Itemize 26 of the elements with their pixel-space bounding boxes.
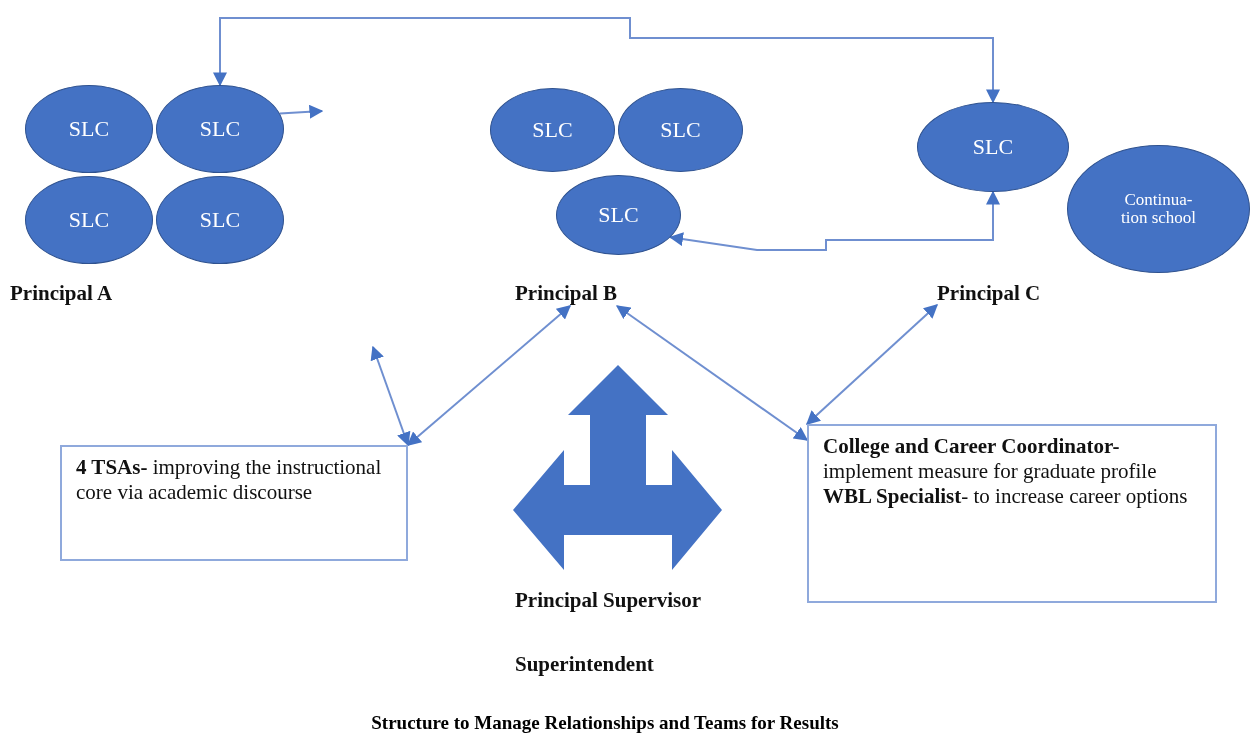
role-label: Superintendent xyxy=(515,652,654,677)
principal-label: Principal C xyxy=(937,281,1041,306)
double-arrow xyxy=(615,305,809,441)
text-box xyxy=(60,445,408,561)
ellipse-label: SLC xyxy=(532,118,573,142)
ellipse-label: SLC xyxy=(598,203,639,227)
double-arrow xyxy=(805,304,939,425)
box-text: 4 TSAs- improving the instructional core via academic discourse xyxy=(76,455,383,506)
ellipse-label: Continua-tion school xyxy=(1119,191,1198,227)
caption: Structure to Manage Relationships and Teams for Results xyxy=(370,712,840,734)
text-box xyxy=(807,424,1217,603)
principal-label: Principal B xyxy=(515,281,618,306)
ellipse-label: SLC xyxy=(68,208,110,232)
ellipse-label: SLC xyxy=(68,117,110,141)
double-arrow xyxy=(213,17,1000,104)
box-text: WBL Specialist- to increase career options xyxy=(823,484,1189,510)
ellipse-label: SLC xyxy=(199,117,241,141)
box-text: College and Career Coordinator-implement measure for graduate profile xyxy=(823,434,1158,485)
double-arrow xyxy=(406,305,572,446)
role-label: Principal Supervisor xyxy=(515,588,702,613)
double-arrow xyxy=(370,345,411,447)
ellipse-label: SLC xyxy=(199,208,241,232)
ellipse-label: SLC xyxy=(660,118,701,142)
ellipse-label: SLC xyxy=(972,135,1014,159)
double-arrow xyxy=(669,190,1000,251)
principal-label: Principal A xyxy=(10,281,113,306)
